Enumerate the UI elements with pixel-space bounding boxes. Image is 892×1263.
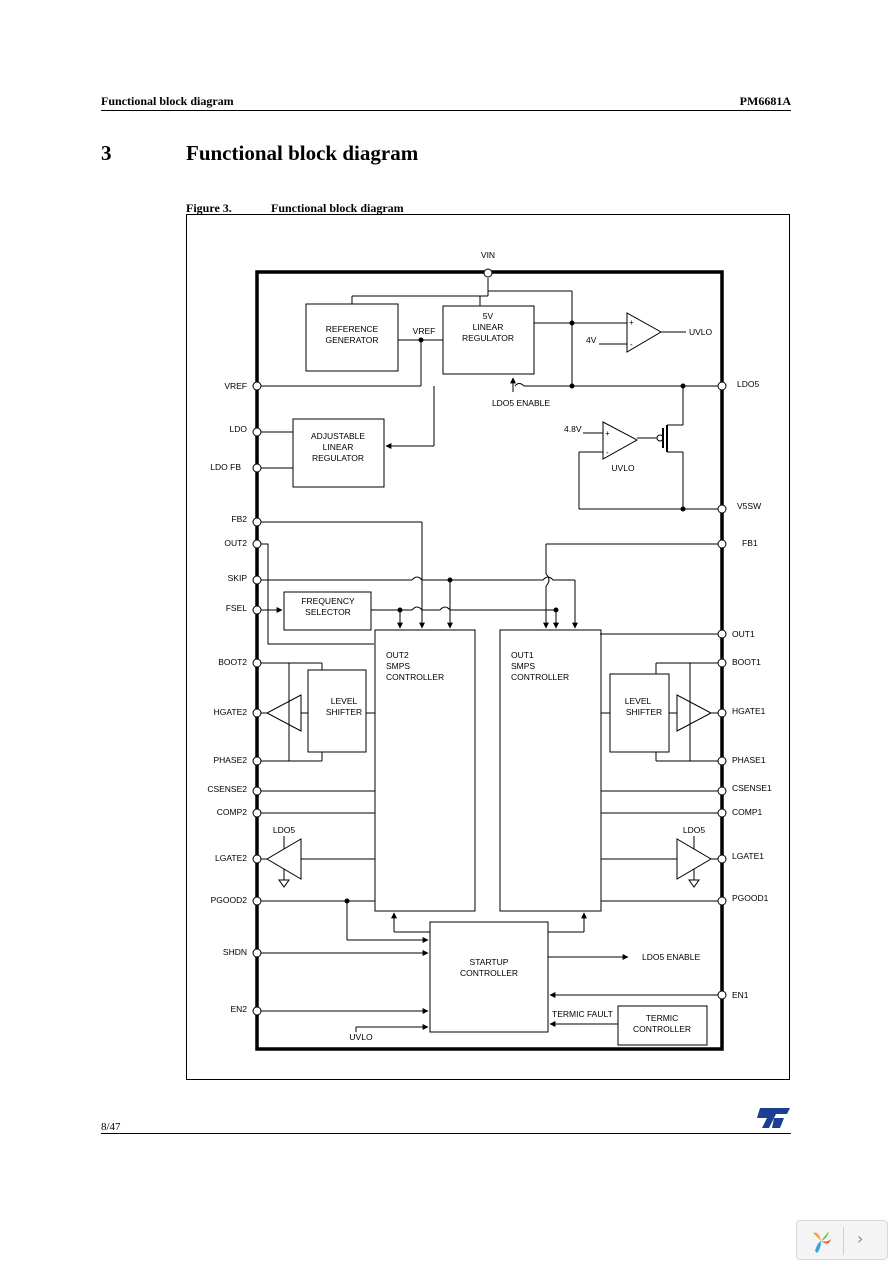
pin-label-comp2: COMP2 — [217, 807, 248, 817]
pin-label-skip: SKIP — [228, 573, 248, 583]
figure-title: Functional block diagram — [271, 201, 404, 215]
svg-text:-: - — [606, 448, 609, 457]
freq-sel-l2: SELECTOR — [305, 607, 351, 617]
termic-l1: TERMIC — [646, 1013, 679, 1023]
adjustable-regulator-block — [292, 418, 385, 488]
pin-label-fsel: FSEL — [226, 603, 248, 613]
pin-label-pgood2: PGOOD2 — [211, 895, 248, 905]
svg-text:-: - — [630, 340, 633, 349]
running-header-right: PM6681A — [739, 94, 791, 108]
st-logo — [757, 1108, 790, 1128]
label-ldo5-left: LDO5 — [273, 825, 295, 835]
label-vin: VIN — [481, 250, 495, 260]
label-ldo5-right: LDO5 — [683, 825, 705, 835]
pin-label-boot1: BOOT1 — [732, 657, 761, 667]
ls-left-l2: SHIFTER — [326, 707, 362, 717]
startup-l2: CONTROLLER — [460, 968, 518, 978]
section-title: Functional block diagram — [186, 141, 419, 165]
widget-divider — [843, 1227, 844, 1255]
svg-text:+: + — [629, 318, 634, 327]
ls-right-l2: SHIFTER — [626, 707, 662, 717]
label-uvlo-bottom: UVLO — [349, 1032, 373, 1042]
figure-frame — [186, 214, 790, 1080]
pin-label-shdn: SHDN — [223, 947, 247, 957]
running-header-left: Functional block diagram — [101, 94, 234, 108]
frequency-selector-block — [283, 591, 372, 631]
chevron-right-icon[interactable]: › — [857, 1229, 864, 1248]
block-diagram: + - + - VIN REFERENCE GENERATOR VREF 5V … — [207, 250, 772, 1051]
label-termic-fault: TERMIC FAULT — [552, 1009, 613, 1019]
out2-controller-block — [374, 629, 476, 912]
viewer-widget[interactable]: › — [796, 1220, 888, 1260]
header-rule — [101, 110, 791, 111]
out1-ctrl-l1: OUT1 — [511, 650, 534, 660]
pin-label-hgate2: HGATE2 — [214, 707, 248, 717]
pin-label-out1: OUT1 — [732, 629, 755, 639]
label-vref-mid: VREF — [413, 326, 436, 336]
startup-controller-block — [429, 921, 549, 1033]
label-4v: 4V — [586, 335, 597, 345]
pin-label-ldo5: LDO5 — [737, 379, 759, 389]
pin-label-vref: VREF — [224, 381, 247, 391]
footer-rule — [101, 1133, 791, 1134]
ref-gen-l1: REFERENCE — [326, 324, 379, 334]
startup-l1: STARTUP — [470, 957, 509, 967]
pin-label-out2: OUT2 — [224, 538, 247, 548]
reference-generator-block — [305, 303, 399, 372]
out1-ctrl-l2: SMPS — [511, 661, 535, 671]
pin-vin — [483, 268, 493, 278]
logo-icon — [813, 1231, 831, 1253]
section-number: 3 — [101, 141, 112, 165]
pin-label-ldo: LDO — [230, 424, 248, 434]
ls-right-l1: LEVEL — [625, 696, 652, 706]
pin-label-phase1: PHASE1 — [732, 755, 766, 765]
out1-ctrl-l3: CONTROLLER — [511, 672, 569, 682]
ref-gen-l2: GENERATOR — [325, 335, 378, 345]
label-ldo5-enable-out: LDO5 ENABLE — [642, 952, 700, 962]
out2-ctrl-l3: CONTROLLER — [386, 672, 444, 682]
lin5v-l2: LINEAR — [473, 322, 504, 332]
pin-label-lgate1: LGATE1 — [732, 851, 764, 861]
label-ldo5-enable: LDO5 ENABLE — [492, 398, 550, 408]
termic-l2: CONTROLLER — [633, 1024, 691, 1034]
pin-label-pgood1: PGOOD1 — [732, 893, 769, 903]
pin-label-fb2: FB2 — [231, 514, 247, 524]
adj-reg-l3: REGULATOR — [312, 453, 364, 463]
pin-label-en2: EN2 — [230, 1004, 247, 1014]
pin-label-csense1: CSENSE1 — [732, 783, 772, 793]
pin-label-v5sw: V5SW — [737, 501, 761, 511]
pin-label-fb1: FB1 — [742, 538, 758, 548]
ic-outline — [255, 270, 724, 1051]
pin-label-hgate1: HGATE1 — [732, 706, 766, 716]
page-number: 8/47 — [101, 1121, 121, 1133]
pin-label-boot2: BOOT2 — [218, 657, 247, 667]
ls-left-l1: LEVEL — [331, 696, 358, 706]
out1-controller-block — [499, 629, 602, 912]
out2-ctrl-l1: OUT2 — [386, 650, 409, 660]
freq-sel-l1: FREQUENCY — [301, 596, 355, 606]
lin5v-l1: 5V — [483, 311, 494, 321]
termic-controller-block — [617, 1005, 708, 1046]
level-shifter-left-block — [307, 669, 367, 753]
pin-label-lgate2: LGATE2 — [215, 853, 247, 863]
label-4p8v: 4.8V — [564, 424, 582, 434]
figure-number: Figure 3. — [186, 201, 232, 215]
adj-reg-l1: ADJUSTABLE — [311, 431, 365, 441]
out2-ctrl-l2: SMPS — [386, 661, 410, 671]
pin-label-ldofb: LDO FB — [210, 462, 241, 472]
pin-label-csense2: CSENSE2 — [207, 784, 247, 794]
adj-reg-l2: LINEAR — [323, 442, 354, 452]
label-uvlo-comp2: UVLO — [611, 463, 635, 473]
pin-label-en1: EN1 — [732, 990, 749, 1000]
pin-label-comp1: COMP1 — [732, 807, 763, 817]
pin-label-phase2: PHASE2 — [213, 755, 247, 765]
svg-text:+: + — [605, 429, 610, 438]
lin5v-l3: REGULATOR — [462, 333, 514, 343]
label-uvlo-out: UVLO — [689, 327, 713, 337]
